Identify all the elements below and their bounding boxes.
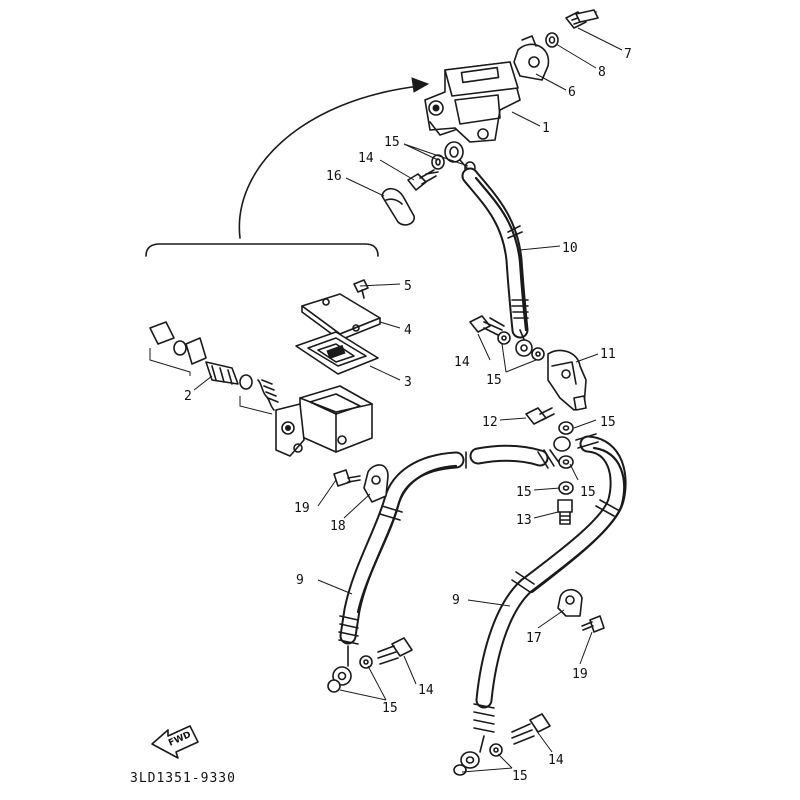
callout-4: 4	[404, 323, 412, 338]
copper-washers-15-mid	[531, 347, 545, 361]
bolt-19-left	[333, 469, 361, 487]
copper-washers-15-right-low	[453, 743, 503, 776]
bolt-19-right	[581, 615, 605, 633]
brake-hose-9-right	[473, 435, 627, 753]
bolt-7	[565, 9, 599, 29]
callout-1: 1	[542, 121, 550, 136]
union-bolt-13	[557, 499, 573, 525]
callout-11: 11	[600, 347, 616, 362]
callout-9-b: 9	[452, 593, 460, 608]
brake-hose-joint-11	[547, 349, 587, 411]
callout-14-d: 14	[548, 753, 564, 768]
banjo-fitting-10-lower	[515, 329, 533, 357]
callout-14-a: 14	[358, 151, 374, 166]
bolt-12	[525, 407, 555, 425]
callout-3: 3	[404, 375, 412, 390]
callout-15-d: 15	[516, 485, 532, 500]
callout-17: 17	[526, 631, 542, 646]
lever-holder-clamp	[513, 35, 550, 81]
callout-19-b: 19	[572, 667, 588, 682]
hose-guide-17	[557, 588, 583, 617]
callout-15-f: 15	[382, 701, 398, 716]
callout-labels: 7 8 6 1 15 14 16 10 5 4 3 2 14 15 11 12 …	[184, 47, 632, 784]
callout-14-c: 14	[418, 683, 434, 698]
callout-2: 2	[184, 389, 192, 404]
callout-13: 13	[516, 513, 532, 528]
callout-15-e: 15	[580, 485, 596, 500]
piston-kit-2	[149, 321, 279, 415]
callout-7: 7	[624, 47, 632, 62]
callout-15-a: 15	[384, 135, 400, 150]
callout-18: 18	[330, 519, 346, 534]
brake-hose-10	[461, 167, 529, 339]
banjo-fitting-9-right-lower	[460, 751, 480, 769]
master-cylinder-body	[275, 385, 373, 457]
reservoir-screw-5	[353, 279, 369, 299]
union-bolt-14-top	[407, 169, 439, 191]
copper-washers-15-left-low	[327, 655, 373, 693]
callout-6: 6	[568, 85, 576, 100]
detail-arrow	[238, 77, 430, 239]
hose-guide-18	[363, 464, 389, 503]
callout-16: 16	[326, 169, 342, 184]
brake-hose-9-left	[338, 451, 465, 667]
washer-8	[545, 32, 559, 48]
union-bolt-14-right-low	[511, 713, 551, 745]
exploded-view-bracket	[145, 243, 379, 257]
rubber-cap-16	[381, 187, 415, 226]
callout-9-a: 9	[296, 573, 304, 588]
banjo-fitting-top	[444, 141, 473, 175]
callout-19-a: 19	[294, 501, 310, 516]
leader-lines	[193, 27, 623, 773]
diaphragm-3	[295, 331, 379, 375]
master-cylinder	[424, 61, 521, 143]
callout-10: 10	[562, 241, 578, 256]
callout-14-b: 14	[454, 355, 470, 370]
copper-washers-15-top	[431, 154, 476, 175]
union-bolt-14-left-low	[377, 637, 413, 665]
callout-15-g: 15	[512, 769, 528, 784]
hose-junction-upper	[465, 444, 561, 469]
callout-5: 5	[404, 279, 412, 294]
callout-15-b: 15	[486, 373, 502, 388]
diagram-code: 3LD1351-9330	[130, 771, 236, 786]
callout-15-c: 15	[600, 415, 616, 430]
callout-8: 8	[598, 65, 606, 80]
forward-direction-arrow: FWD	[151, 725, 199, 759]
reservoir-cap-4	[301, 293, 381, 341]
banjo-fitting-9-right-top	[553, 433, 599, 452]
union-bolt-14-mid	[469, 315, 511, 345]
copper-washers-15-center	[558, 421, 574, 495]
callout-12: 12	[482, 415, 498, 430]
